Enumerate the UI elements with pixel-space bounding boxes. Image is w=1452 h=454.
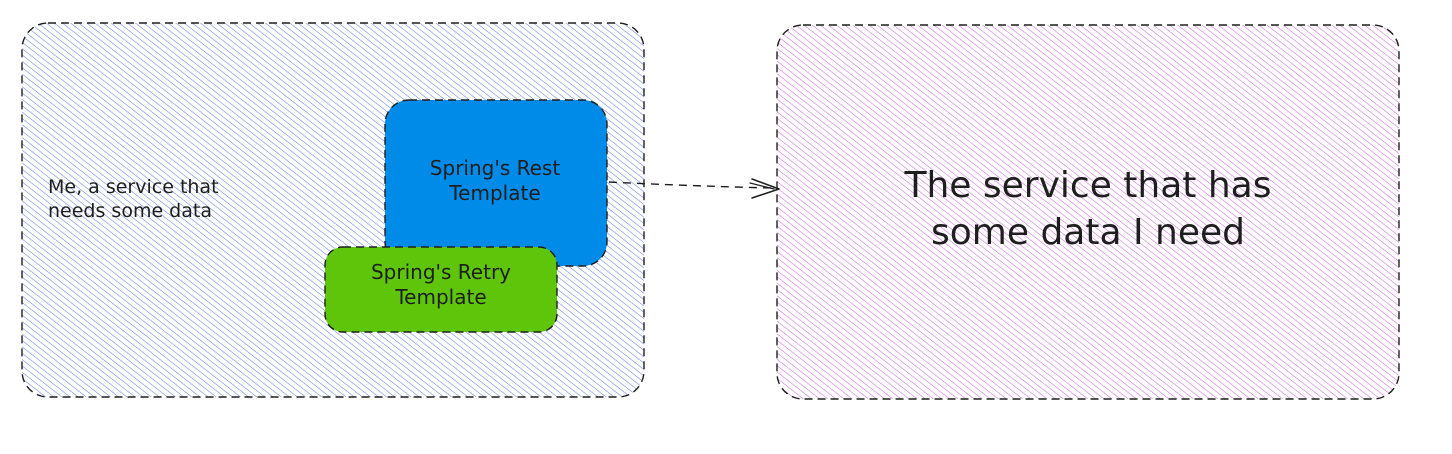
retry-template-label: Spring's Retry Template — [370, 260, 512, 309]
rest-template-box[interactable] — [384, 99, 608, 267]
retry-template-box[interactable] — [324, 246, 558, 333]
client-service-label: Me, a service that needs some data — [48, 176, 219, 222]
connector-arrow[interactable] — [608, 178, 780, 199]
data-service-label: The service that has some data I need — [904, 165, 1272, 253]
rest-template-label: Spring's Rest Template — [429, 156, 561, 205]
data-service-box[interactable] — [776, 24, 1400, 400]
